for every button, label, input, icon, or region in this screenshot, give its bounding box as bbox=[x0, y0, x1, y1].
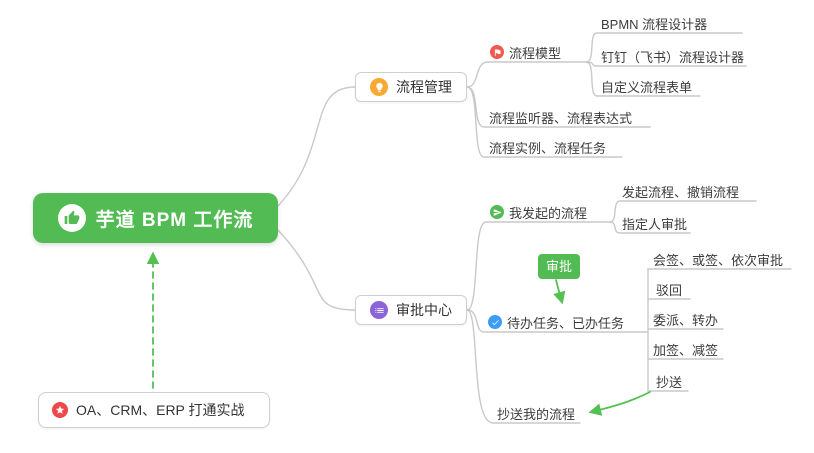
branch-process-management[interactable]: 流程管理 bbox=[355, 72, 467, 102]
leaf-dingtalk-designer[interactable]: 钉钉（飞书）流程设计器 bbox=[601, 47, 744, 65]
leaf-instance-task[interactable]: 流程实例、流程任务 bbox=[489, 138, 606, 156]
leaf-assignee-approval[interactable]: 指定人审批 bbox=[622, 214, 687, 232]
leaf-label: 会签、或签、依次审批 bbox=[653, 252, 784, 268]
leaf-label: BPMN 流程设计器 bbox=[601, 16, 708, 32]
leaf-bpmn-designer[interactable]: BPMN 流程设计器 bbox=[601, 14, 707, 32]
approval-arrow bbox=[553, 279, 566, 305]
leaf-label: 自定义流程表单 bbox=[601, 79, 693, 95]
leaf-listener-expression[interactable]: 流程监听器、流程表达式 bbox=[489, 108, 632, 126]
leaf-label: 钉钉（飞书）流程设计器 bbox=[601, 49, 745, 65]
leaf-addsign-removesign[interactable]: 加签、减签 bbox=[653, 340, 718, 358]
root-label: 芋道 BPM 工作流 bbox=[95, 209, 254, 231]
leaf-cc-my-process[interactable]: 抄送我的流程 bbox=[497, 404, 575, 422]
leaf-my-initiated-process[interactable]: 我发起的流程 bbox=[490, 203, 587, 221]
thumbs-up-icon bbox=[57, 204, 86, 232]
leaf-label: 流程实例、流程任务 bbox=[489, 140, 607, 156]
leaf-label: 流程模型 bbox=[509, 45, 562, 61]
note-integration-node[interactable]: OA、CRM、ERP 打通实战 bbox=[38, 392, 270, 428]
leaf-todo-done-tasks[interactable]: 待办任务、已办任务 bbox=[488, 313, 624, 331]
root-node[interactable]: 芋道 BPM 工作流 bbox=[33, 193, 278, 243]
leaf-reject[interactable]: 驳回 bbox=[656, 280, 682, 298]
branch-connectors bbox=[277, 32, 792, 424]
leaf-label: 抄送 bbox=[656, 374, 683, 390]
branch-label: 审批中心 bbox=[396, 302, 452, 318]
leaf-label: 流程监听器、流程表达式 bbox=[489, 110, 633, 126]
leaf-process-model[interactable]: 流程模型 bbox=[490, 43, 561, 61]
clipboard-icon bbox=[370, 301, 388, 319]
leaf-label: 委派、转办 bbox=[653, 312, 719, 328]
lightbulb-icon bbox=[370, 78, 388, 96]
approval-badge[interactable]: 审批 bbox=[538, 254, 581, 279]
leaf-label: 发起流程、撤销流程 bbox=[622, 184, 740, 200]
leaf-label: 驳回 bbox=[656, 282, 683, 298]
leaf-delegate-transfer[interactable]: 委派、转办 bbox=[653, 310, 718, 328]
leaf-countersign[interactable]: 会签、或签、依次审批 bbox=[653, 250, 783, 268]
tasks-icon bbox=[488, 315, 502, 329]
leaf-label: 加签、减签 bbox=[653, 342, 719, 358]
cc-arrow bbox=[588, 391, 651, 416]
leaf-initiate-cancel[interactable]: 发起流程、撤销流程 bbox=[622, 182, 739, 200]
star-icon bbox=[52, 402, 68, 418]
leaf-custom-form[interactable]: 自定义流程表单 bbox=[601, 77, 692, 95]
branch-label: 流程管理 bbox=[396, 79, 452, 95]
leaf-label: 抄送我的流程 bbox=[497, 406, 576, 422]
model-icon bbox=[490, 45, 504, 59]
leaf-cc[interactable]: 抄送 bbox=[656, 372, 682, 390]
branch-approval-center[interactable]: 审批中心 bbox=[355, 295, 467, 325]
note-label: OA、CRM、ERP 打通实战 bbox=[76, 402, 245, 418]
leaf-label: 我发起的流程 bbox=[509, 205, 588, 221]
leaf-label: 指定人审批 bbox=[622, 216, 688, 232]
initiated-icon bbox=[490, 205, 504, 219]
leaf-label: 待办任务、已办任务 bbox=[507, 315, 625, 331]
